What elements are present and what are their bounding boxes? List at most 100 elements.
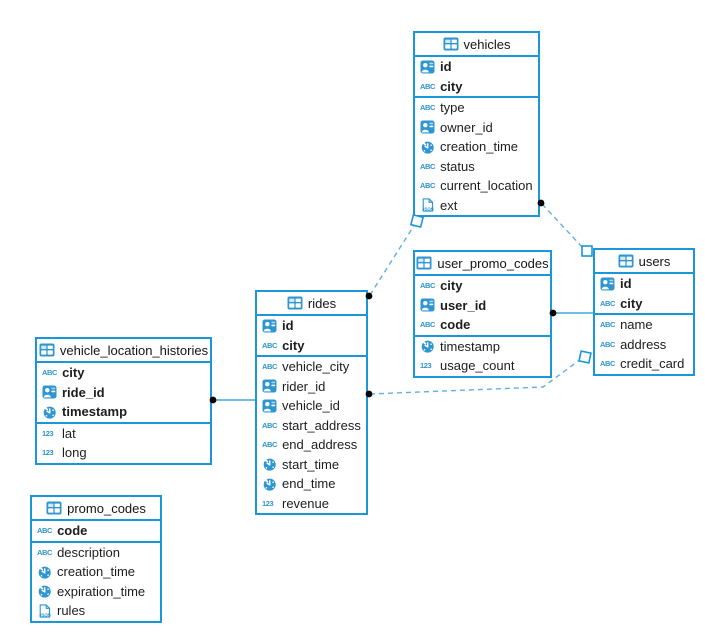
column-row[interactable]: ABC city — [262, 337, 305, 353]
column-row[interactable]: id — [415, 57, 538, 77]
column-row[interactable]: ABC current_location — [420, 178, 533, 194]
table-users[interactable]: users id ABC city ABC name ABC address A… — [593, 248, 695, 376]
id-badge-icon — [262, 379, 277, 393]
column-row[interactable]: 123 usage_count — [420, 358, 515, 374]
abc-type-icon: ABC — [420, 103, 436, 112]
table-header-promo-codes[interactable]: promo_codes — [32, 497, 160, 521]
abc-type-icon: ABC — [600, 298, 616, 308]
table-header-vehicle-location-histories[interactable]: vehicle_location_histories — [37, 339, 210, 363]
columns-section: ABC name ABC address ABC credit_card — [595, 313, 693, 374]
column-row[interactable]: ABC start_address — [262, 417, 361, 433]
table-header-vehicles[interactable]: vehicles — [415, 33, 538, 57]
abc-type-icon: ABC — [420, 161, 436, 171]
abc-type-icon: ABC — [37, 547, 53, 557]
column-row[interactable]: ABC name — [600, 317, 653, 333]
table-header-user-promo-codes[interactable]: user_promo_codes — [415, 252, 550, 276]
table-title: user_promo_codes — [437, 255, 549, 271]
abc-type-icon: ABC — [262, 420, 278, 430]
column-row[interactable]: start_time — [257, 455, 366, 475]
column-row[interactable]: JSON ext — [415, 196, 538, 216]
table-grid-icon — [46, 501, 62, 515]
column-row[interactable]: ABC vehicle_city — [262, 359, 350, 375]
column-row[interactable]: user_id — [415, 296, 550, 316]
json-type-icon: JSON — [422, 198, 434, 212]
column-row[interactable]: id — [257, 316, 366, 336]
number-type-icon: 123 — [42, 448, 54, 457]
abc-type-icon: ABC — [262, 362, 278, 371]
column-row[interactable]: ABC type — [420, 100, 465, 116]
clock-icon — [262, 457, 277, 471]
table-header-users[interactable]: users — [595, 250, 693, 274]
abc-type-icon: ABC — [420, 181, 436, 190]
column-row[interactable]: ABC status — [420, 158, 475, 174]
column-row[interactable]: timestamp — [37, 402, 210, 422]
column-row[interactable]: ABC city — [420, 78, 463, 94]
primary-key-section: id ABC city — [415, 57, 538, 96]
abc-type-icon: ABC — [262, 440, 278, 449]
columns-section: ABC description creation_time expiration… — [32, 540, 160, 621]
column-row[interactable]: ABC end_address — [262, 437, 358, 453]
table-vehicles[interactable]: vehicles id ABC city ABC type owner_id — [413, 31, 540, 217]
clock-icon — [37, 565, 52, 579]
column-row[interactable]: ABC city — [42, 365, 85, 381]
relation-endpoint-square — [578, 350, 592, 364]
abc-type-icon: ABC — [262, 340, 278, 350]
id-badge-icon — [42, 385, 57, 399]
column-row[interactable]: id — [595, 274, 693, 294]
abc-type-icon: ABC — [42, 368, 58, 377]
table-promo-codes[interactable]: promo_codes ABC code ABC description cre… — [30, 495, 162, 623]
column-row[interactable]: ride_id — [37, 383, 210, 403]
number-type-icon: 123 — [262, 498, 274, 508]
abc-type-icon: ABC — [37, 526, 53, 535]
column-row[interactable]: rider_id — [257, 377, 366, 397]
column-row[interactable]: end_time — [257, 474, 366, 494]
clock-icon — [420, 339, 435, 353]
column-row[interactable]: ABC description — [37, 544, 120, 560]
table-title: vehicle_location_histories — [59, 342, 209, 358]
column-row[interactable]: vehicle_id — [257, 396, 366, 416]
table-user-promo-codes[interactable]: user_promo_codes ABC city user_id ABC co… — [413, 250, 552, 378]
primary-key-section: id ABC city — [257, 316, 366, 355]
clock-icon — [42, 405, 57, 419]
column-row[interactable]: creation_time — [32, 562, 160, 582]
table-rides[interactable]: rides id ABC city ABC vehicle_city rider… — [255, 290, 368, 515]
column-row[interactable]: ABC address — [600, 336, 667, 352]
column-row[interactable]: timestamp — [415, 337, 550, 357]
column-row[interactable]: 123 lat — [42, 425, 76, 441]
id-badge-icon — [420, 60, 435, 74]
column-row[interactable]: ABC city — [420, 278, 463, 294]
table-grid-icon — [287, 296, 303, 310]
column-row[interactable]: 123 revenue — [262, 495, 329, 511]
table-vehicle-location-histories[interactable]: vehicle_location_histories ABC city ride… — [35, 337, 212, 465]
relation-vehicles-users[interactable] — [537, 199, 593, 257]
column-row[interactable]: owner_id — [415, 118, 538, 138]
id-badge-icon — [262, 399, 277, 413]
table-title: vehicles — [463, 36, 511, 52]
number-type-icon: 123 — [42, 428, 54, 438]
relation-vehicle-location-histories-rides[interactable] — [209, 396, 256, 404]
table-grid-icon — [443, 37, 459, 51]
column-row[interactable]: ABC code — [37, 523, 88, 539]
column-row[interactable]: expiration_time — [32, 582, 160, 602]
column-row[interactable]: 123 long — [42, 445, 87, 461]
table-header-rides[interactable]: rides — [257, 292, 366, 316]
json-type-icon: JSON — [39, 604, 51, 618]
id-badge-icon — [600, 277, 615, 291]
svg-text:JSON: JSON — [39, 612, 51, 617]
abc-type-icon: ABC — [420, 81, 436, 91]
column-row[interactable]: ABC city — [600, 295, 643, 311]
table-grid-icon — [416, 256, 432, 270]
abc-type-icon: ABC — [600, 320, 616, 329]
primary-key-section: id ABC city — [595, 274, 693, 313]
column-row[interactable]: ABC credit_card — [600, 356, 685, 372]
column-row[interactable]: ABC code — [420, 317, 471, 333]
abc-type-icon: ABC — [600, 359, 616, 368]
clock-icon — [420, 140, 435, 154]
column-row[interactable]: JSON rules — [32, 601, 160, 621]
column-row[interactable]: creation_time — [415, 137, 538, 157]
table-title: users — [638, 253, 671, 269]
clock-icon — [37, 584, 52, 598]
columns-section: ABC vehicle_city rider_id vehicle_id ABC… — [257, 355, 366, 513]
relation-user-promo-codes-users[interactable] — [549, 309, 594, 317]
